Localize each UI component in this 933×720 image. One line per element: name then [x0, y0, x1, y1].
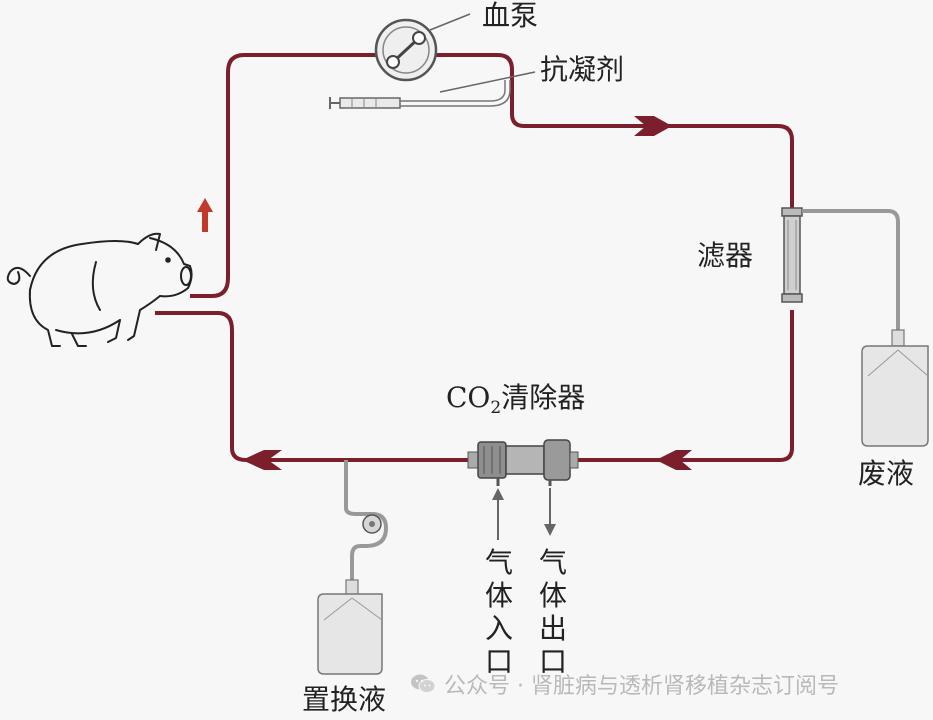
watermark: 公众号 · 肾脏病与透析肾移植杂志订阅号	[410, 668, 839, 700]
gas-inlet-label: 气体入口	[484, 546, 513, 678]
flow-arrow-bottom-right	[656, 450, 692, 470]
pig-icon	[6, 232, 193, 347]
syringe-icon	[329, 80, 511, 109]
circuit-line-filter-to-pump	[436, 53, 794, 212]
gas-outlet-arrow	[544, 488, 556, 536]
circuit-line-pump-to-pig	[190, 53, 376, 298]
anticoagulant-label: 抗凝剂	[540, 53, 625, 86]
replacement-fluid-label: 置换液	[302, 683, 387, 716]
waste-bag-icon	[861, 329, 929, 447]
waste-fluid-label: 废液	[858, 457, 915, 490]
co2-remover-icon	[467, 439, 579, 486]
gas-outlet-label: 气体出口	[538, 546, 567, 678]
roller-clamp-icon	[362, 514, 382, 534]
watermark-text: 公众号 · 肾脏病与透析肾移植杂志订阅号	[444, 674, 839, 699]
blood-pump-leader	[429, 13, 471, 31]
blood-pump-label: 血泵	[482, 0, 539, 32]
blood-pump-icon	[374, 18, 438, 82]
co2-subscript: 2	[490, 398, 502, 418]
filter-label: 滤器	[697, 239, 754, 272]
waste-line	[802, 209, 900, 330]
replacement-bag-icon	[317, 579, 383, 675]
circuit-line-co2-to-filter	[578, 310, 794, 462]
gas-inlet-arrow	[492, 488, 504, 540]
co2-prefix: CO	[446, 381, 491, 414]
flow-arrow-bottom-left	[242, 450, 282, 470]
up-arrow	[197, 198, 213, 232]
circuit-line-return	[155, 311, 468, 462]
filter-icon	[781, 207, 803, 303]
co2-remover-label: CO2清除器	[446, 384, 585, 417]
flow-arrow-top-right	[634, 116, 672, 136]
wechat-icon	[411, 674, 436, 693]
replacement-line	[344, 460, 389, 580]
anticoagulant-leader	[439, 71, 536, 93]
co2-suffix: 清除器	[501, 381, 586, 414]
